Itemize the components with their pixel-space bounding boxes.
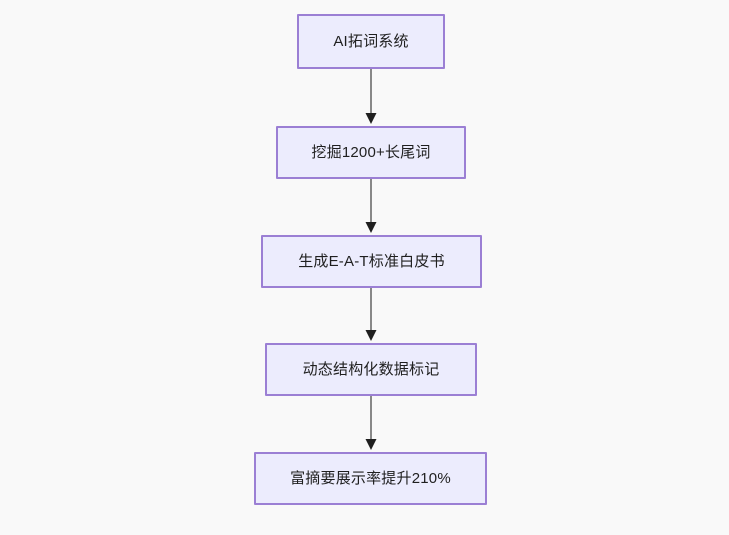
flowchart-node-n4[interactable]: 动态结构化数据标记 (265, 343, 477, 396)
flowchart-node-label: 挖掘1200+长尾词 (311, 144, 431, 161)
flowchart-node-label: 生成E-A-T标准白皮书 (298, 253, 445, 270)
flowchart-node-label: 富摘要展示率提升210% (290, 470, 451, 487)
flowchart-node-n2[interactable]: 挖掘1200+长尾词 (276, 126, 466, 179)
flowchart-edge-n3-n4 (364, 288, 378, 343)
flowchart-edge-n1-n2 (364, 69, 378, 126)
flowchart-node-label: 动态结构化数据标记 (302, 361, 440, 378)
flowchart-node-n1[interactable]: AI拓词系统 (297, 14, 445, 69)
flowchart-node-n3[interactable]: 生成E-A-T标准白皮书 (261, 235, 482, 288)
flowchart-node-n5[interactable]: 富摘要展示率提升210% (254, 452, 487, 505)
flowchart-edge-n4-n5 (364, 396, 378, 452)
flowchart-node-label: AI拓词系统 (333, 33, 409, 50)
flowchart-edge-n2-n3 (364, 179, 378, 235)
